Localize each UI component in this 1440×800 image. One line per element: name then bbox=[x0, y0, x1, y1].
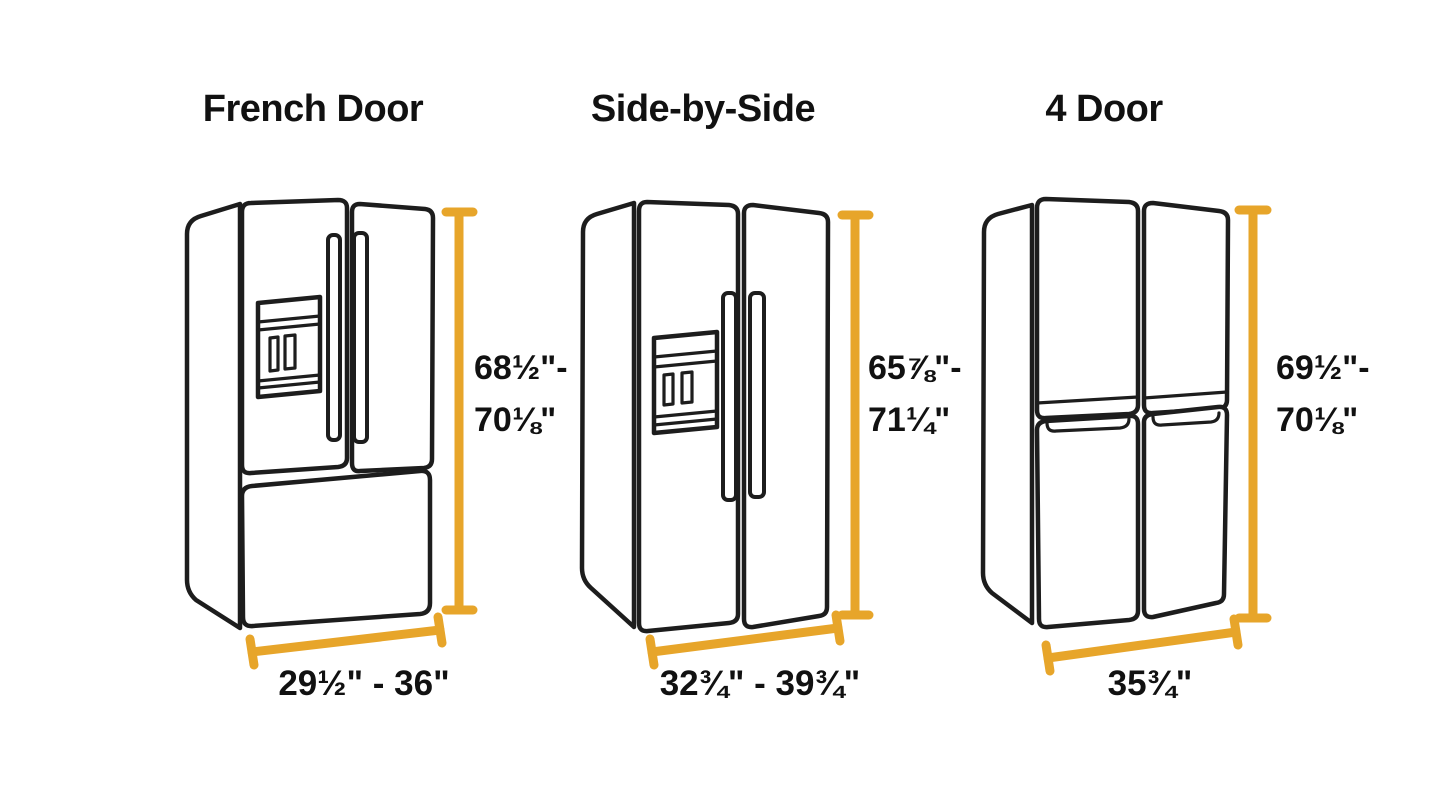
height-range-line2: 71¼" bbox=[868, 401, 951, 439]
french-door-fridge bbox=[184, 197, 436, 631]
dispenser-paddle bbox=[283, 333, 297, 371]
height-label-french-door: 68½"- 70⅛" bbox=[474, 342, 568, 446]
width-measure-line bbox=[245, 612, 447, 670]
height-range-line1: 65⅞"- bbox=[868, 349, 962, 387]
dispenser-top-line bbox=[256, 322, 322, 332]
dispenser-paddle bbox=[680, 370, 694, 405]
upper-left-door bbox=[1034, 196, 1141, 421]
height-range-line1: 69½"- bbox=[1276, 349, 1370, 387]
side-by-side-fridge bbox=[579, 199, 831, 634]
height-range-line2: 70⅛" bbox=[1276, 401, 1359, 439]
lower-left-door-handle-groove bbox=[1045, 417, 1131, 433]
dispenser-top-line bbox=[256, 314, 322, 324]
fridge-title-french-door: French Door bbox=[202, 88, 424, 130]
upper-right-door-trim-line bbox=[1142, 390, 1229, 400]
right-door-handle bbox=[352, 231, 369, 444]
dispenser-paddle bbox=[662, 372, 675, 407]
french-door-fridge-illustration bbox=[184, 197, 478, 670]
side-by-side-fridge-illustration bbox=[579, 199, 874, 670]
dispenser-top-line bbox=[652, 349, 719, 359]
dispenser-tray-line bbox=[652, 409, 719, 419]
upper-right-door bbox=[349, 201, 436, 474]
left-door-handle bbox=[326, 233, 342, 442]
right-door-handle bbox=[748, 291, 766, 499]
height-range-line1: 68½"- bbox=[474, 349, 568, 387]
height-measure-line bbox=[1234, 205, 1272, 623]
dispenser-paddle bbox=[268, 335, 280, 373]
fridge-side-panel bbox=[980, 202, 1035, 626]
dispenser-top-line bbox=[652, 359, 719, 369]
left-door-handle bbox=[721, 291, 738, 502]
dispenser-tray-line bbox=[256, 373, 322, 383]
water-dispenser bbox=[651, 329, 720, 436]
width-label-french-door: 29½" - 36" bbox=[278, 664, 450, 703]
4-door-fridge bbox=[980, 196, 1231, 630]
upper-right-door bbox=[1141, 200, 1231, 416]
fridge-side-panel bbox=[184, 201, 243, 631]
width-measure-line bbox=[1041, 614, 1243, 676]
dispenser-tray-line bbox=[652, 417, 719, 427]
width-label-4-door: 35¾" bbox=[1107, 664, 1193, 703]
freezer-drawer bbox=[239, 468, 433, 629]
height-label-4-door: 69½"- 70⅛" bbox=[1276, 342, 1370, 446]
fridge-title-4-door: 4 Door bbox=[1045, 88, 1163, 130]
lower-left-door bbox=[1034, 413, 1141, 630]
height-label-side-by-side: 65⅞"- 71¼" bbox=[868, 342, 962, 446]
height-range-line2: 70⅛" bbox=[474, 401, 557, 439]
lower-right-door-handle-groove bbox=[1151, 411, 1221, 427]
width-label-side-by-side: 32¾" - 39¾" bbox=[659, 664, 861, 703]
upper-left-door-trim-line bbox=[1035, 395, 1140, 405]
height-measure-line bbox=[441, 207, 478, 615]
height-measure-line bbox=[837, 210, 874, 620]
lower-right-door bbox=[1141, 404, 1230, 620]
fridge-title-side-by-side: Side-by-Side bbox=[590, 88, 816, 130]
fridge-side-panel bbox=[579, 200, 637, 630]
dispenser-tray-line bbox=[256, 380, 322, 390]
width-measure-line bbox=[645, 610, 845, 670]
4-door-fridge-illustration bbox=[980, 196, 1272, 676]
water-dispenser bbox=[255, 294, 323, 400]
